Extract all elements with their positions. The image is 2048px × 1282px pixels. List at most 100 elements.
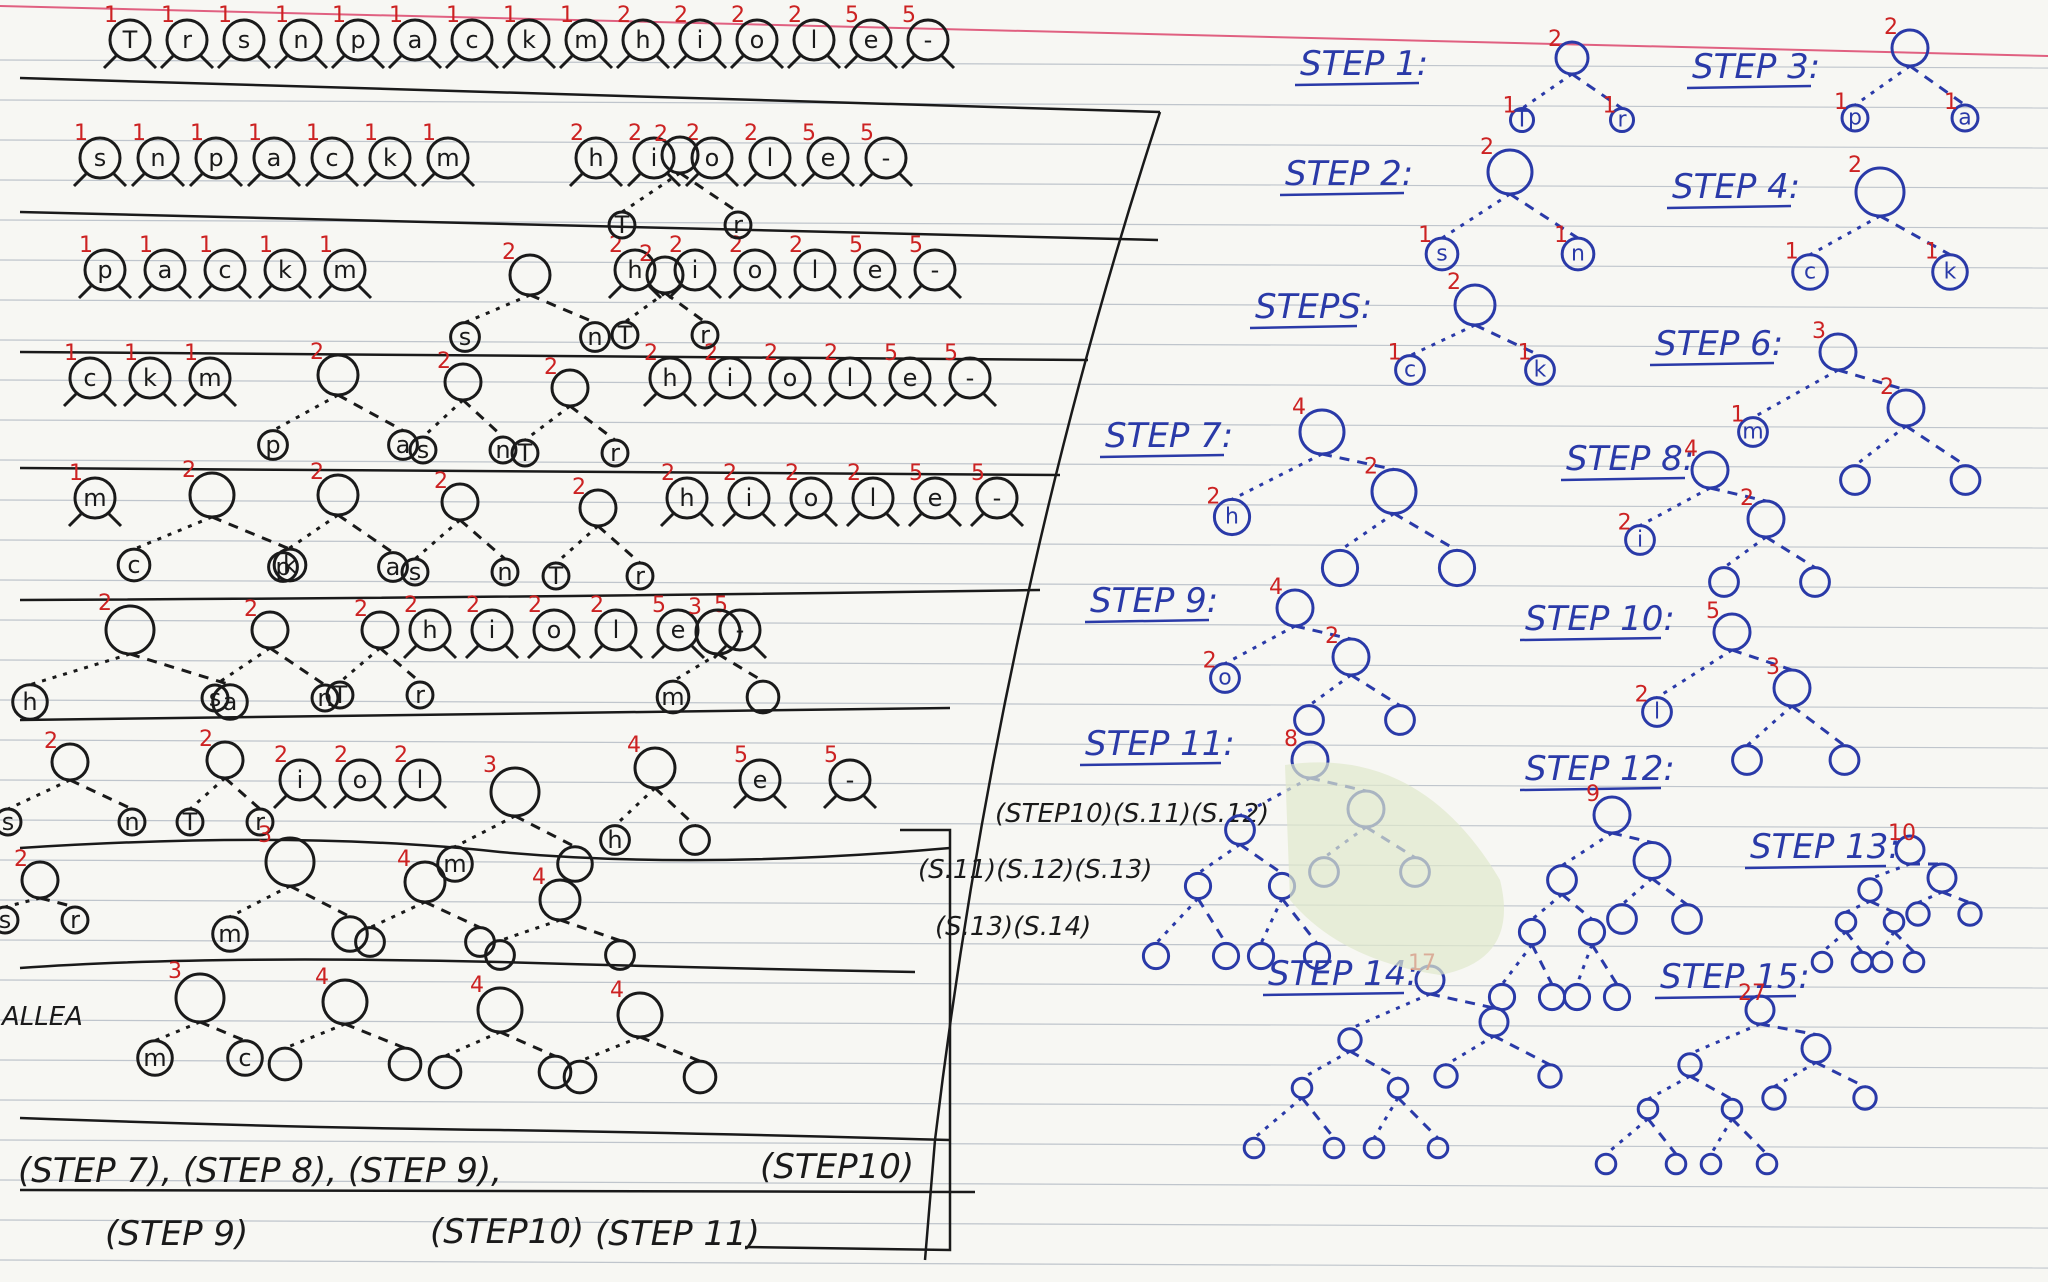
leaf-label: i <box>651 144 658 172</box>
tree-node: 2 <box>282 460 394 554</box>
leaf-label: o <box>547 616 562 644</box>
leaf-weight: 1 <box>69 461 83 486</box>
rule-line <box>0 1019 2048 1029</box>
rule-line <box>0 1259 2048 1269</box>
tree-node <box>745 679 781 715</box>
tree-node <box>1810 950 1834 974</box>
leaf-weight: 2 <box>570 121 584 146</box>
leaf-weight: 2 <box>617 3 631 28</box>
svg-text:4: 4 <box>1684 437 1698 462</box>
leaf-weight: 2 <box>789 233 803 258</box>
leaf-weight: 2 <box>590 593 604 618</box>
rule-line <box>0 1139 2048 1149</box>
svg-text:3: 3 <box>1766 655 1780 680</box>
tree-node: 3 <box>229 823 351 919</box>
tree-node: T <box>541 561 571 591</box>
leaf-weight: 5 <box>902 3 916 28</box>
leaf-weight: 5 <box>824 743 838 768</box>
tree-node: i2 <box>1618 511 1656 556</box>
leaf-node: o2 <box>332 743 388 810</box>
leaf-node: e5 <box>907 461 963 528</box>
rule-line <box>0 739 2048 749</box>
leaf-weight: 1 <box>74 121 88 146</box>
svg-text:T: T <box>182 808 198 836</box>
svg-text:2: 2 <box>502 240 516 265</box>
tree-node <box>267 1046 303 1082</box>
svg-text:i: i <box>1637 528 1643 553</box>
leaf-weight: 5 <box>734 743 748 768</box>
leaf-weight: 1 <box>248 121 262 146</box>
tree-node: 2 <box>624 242 706 324</box>
leaf-weight: 1 <box>275 3 289 28</box>
leaf-label: k <box>278 256 292 284</box>
tree-node <box>1828 744 1861 776</box>
tree-node: 2 <box>524 355 616 442</box>
leaf-weight: 1 <box>364 121 378 146</box>
tree-node <box>1799 566 1831 598</box>
tree-node: 2 <box>464 240 596 324</box>
bottom-notes: (STEP 7), (STEP 8), (STEP 9), (STEP10) (… <box>0 1002 914 1254</box>
tree-node: 4 <box>369 847 481 929</box>
tree-node: s1 <box>1418 223 1460 272</box>
leaf-weight: 1 <box>503 3 517 28</box>
leaf-weight: 2 <box>785 461 799 486</box>
svg-text:3: 3 <box>258 823 272 848</box>
tree-node <box>1197 814 1283 875</box>
tree-node: m <box>136 1039 174 1077</box>
leaf-weight: 1 <box>422 121 436 146</box>
leaf-node: e5 <box>732 743 788 810</box>
leaf-weight: 1 <box>190 121 204 146</box>
leaf-label: m <box>574 26 597 54</box>
leaf-weight: 1 <box>332 3 346 28</box>
leaf-node: h2 <box>642 341 698 408</box>
svg-text:1: 1 <box>1834 90 1848 115</box>
tree-node: n <box>117 807 147 837</box>
leaf-node: l2 <box>742 121 798 188</box>
leaf-label: o <box>804 484 819 512</box>
leaf-weight: 2 <box>528 593 542 618</box>
leaf-label: e <box>753 766 768 794</box>
tree-node: m <box>436 845 474 883</box>
svg-text:2: 2 <box>572 475 586 500</box>
tree-node <box>682 1059 718 1095</box>
tree-node <box>1575 917 1619 986</box>
svg-text:4: 4 <box>397 847 411 872</box>
leaf-label: o <box>783 364 798 392</box>
step-label: STEP 3: <box>1692 47 1820 87</box>
step-label: STEP 15: <box>1660 957 1810 997</box>
tree-node <box>1141 941 1171 971</box>
tree-node <box>1242 1136 1266 1160</box>
leaf-weight: 1 <box>259 233 273 258</box>
step-label: STEP 7: <box>1105 416 1233 456</box>
tree-node: 2 <box>421 349 505 439</box>
svg-text:r: r <box>1617 108 1627 133</box>
svg-text:2: 2 <box>1740 486 1754 511</box>
leaf-node: k1 <box>362 121 418 188</box>
tree-node: r <box>723 210 753 240</box>
leaf-weight: 2 <box>723 461 737 486</box>
tree-node: h <box>599 824 631 856</box>
leaf-node: i2 <box>672 3 728 70</box>
tree-node <box>1372 1076 1440 1140</box>
leaf-label: s <box>94 144 107 172</box>
tree-node: o2 <box>1203 649 1241 694</box>
svg-text:c: c <box>1804 260 1816 285</box>
leaf-label: - <box>846 766 855 794</box>
leaf-label: i <box>697 26 704 54</box>
tree-node: 2 <box>214 597 326 687</box>
svg-text:2: 2 <box>98 591 112 616</box>
tree-node <box>1562 982 1592 1012</box>
leaf-weight: 2 <box>394 743 408 768</box>
svg-text:p: p <box>275 553 290 581</box>
tree-node: 2 <box>621 122 739 214</box>
leaf-node: m1 <box>67 461 123 528</box>
svg-text:2: 2 <box>639 242 653 267</box>
tree-node: r <box>245 807 275 837</box>
leaf-node: e5 <box>800 121 856 188</box>
tree-node <box>1594 1152 1618 1176</box>
svg-text:2: 2 <box>310 460 324 485</box>
tree-node <box>1870 950 1894 974</box>
